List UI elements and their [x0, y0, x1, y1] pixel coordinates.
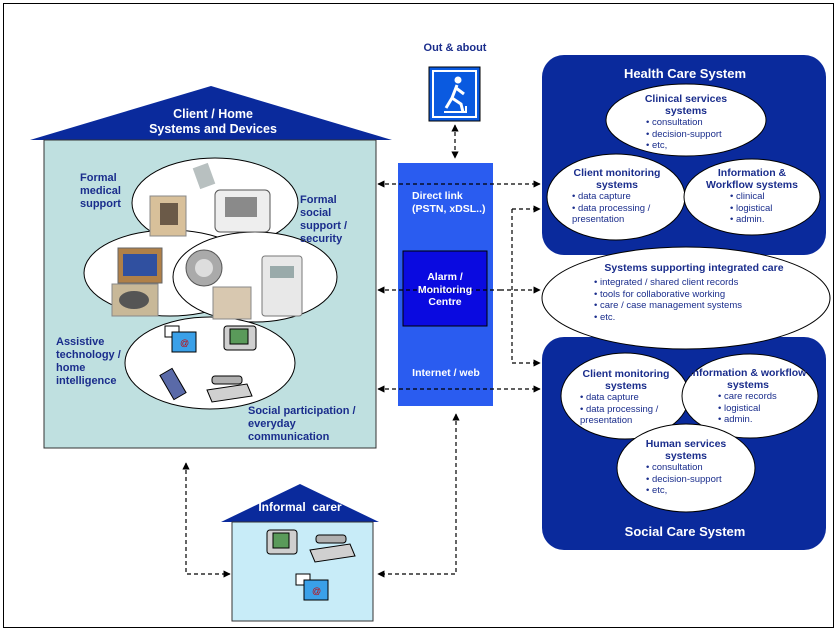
assistive-technology-label: Assistive technology / home intelligence [56, 336, 121, 387]
health-monitoring-text: Client monitoring systems data capture d… [566, 167, 668, 226]
list-item: decision-support [646, 474, 736, 486]
list-item: logistical [730, 203, 804, 215]
list-item: clinical [730, 191, 804, 203]
list-item: tools for collaborative working [594, 289, 794, 301]
integrated-care-title: Systems supporting integrated care [604, 262, 784, 274]
health-monitoring-title: Client monitoring systems [573, 167, 661, 191]
internet-label: Internet / web [412, 367, 480, 379]
health-workflow-title: Information & Workflow systems [705, 167, 798, 191]
device-photos: @ [111, 162, 303, 403]
list-item: consultation [646, 117, 746, 129]
social-participation-label: Social participation / everyday communic… [248, 405, 356, 443]
connector-arrows [182, 124, 541, 578]
walking-person-sign-icon [428, 66, 481, 122]
list-item: data processing / presentation [580, 404, 676, 427]
human-services-title: Human services systems [645, 438, 727, 462]
social-care-title: Social Care System [624, 524, 746, 539]
list-item: etc. [594, 312, 794, 324]
list-item: data capture [580, 392, 676, 404]
integrated-care-text: Systems supporting integrated care integ… [594, 262, 794, 323]
list-item: consultation [646, 462, 736, 474]
health-care-title: Health Care System [623, 66, 747, 81]
list-item: care / case management systems [594, 300, 794, 312]
direct-link-label: Direct link (PSTN, xDSL..) [412, 190, 486, 215]
social-workflow-text: Information & workflow systems care reco… [688, 367, 808, 426]
diagram-frame [3, 3, 834, 628]
list-item: care records [718, 391, 808, 403]
informal-carer-house: @ [221, 484, 379, 622]
clinical-services-text: Clinical services systems consultation d… [626, 93, 746, 152]
list-item: admin. [730, 214, 804, 226]
list-item: logistical [718, 403, 808, 415]
human-services-text: Human services systems consultation deci… [636, 438, 736, 497]
formal-social-label: Formal social support / security [300, 194, 348, 245]
list-item: data capture [572, 191, 668, 203]
alarm-centre-box [402, 250, 488, 327]
svg-text:@: @ [312, 586, 321, 596]
svg-text:@: @ [180, 338, 189, 348]
informal-carer-title: Informal carer [258, 500, 342, 514]
health-workflow-text: Information & Workflow systems clinical … [700, 167, 804, 226]
social-monitoring-title: Client monitoring systems [582, 368, 670, 392]
list-item: etc, [646, 140, 746, 152]
out-about-label: Out & about [423, 42, 487, 54]
client-home-title: Client / Home Systems and Devices [149, 107, 277, 136]
list-item: data processing / presentation [572, 203, 668, 226]
alarm-centre-label: Alarm / Monitoring Centre [417, 271, 473, 308]
list-item: decision-support [646, 129, 746, 141]
list-item: etc, [646, 485, 736, 497]
social-workflow-title: Information & workflow systems [689, 367, 807, 391]
list-item: integrated / shared client records [594, 277, 794, 289]
formal-medical-label: Formal medical support [80, 172, 121, 210]
clinical-services-title: Clinical services systems [644, 93, 728, 117]
list-item: admin. [718, 414, 808, 426]
social-monitoring-text: Client monitoring systems data capture d… [576, 368, 676, 427]
